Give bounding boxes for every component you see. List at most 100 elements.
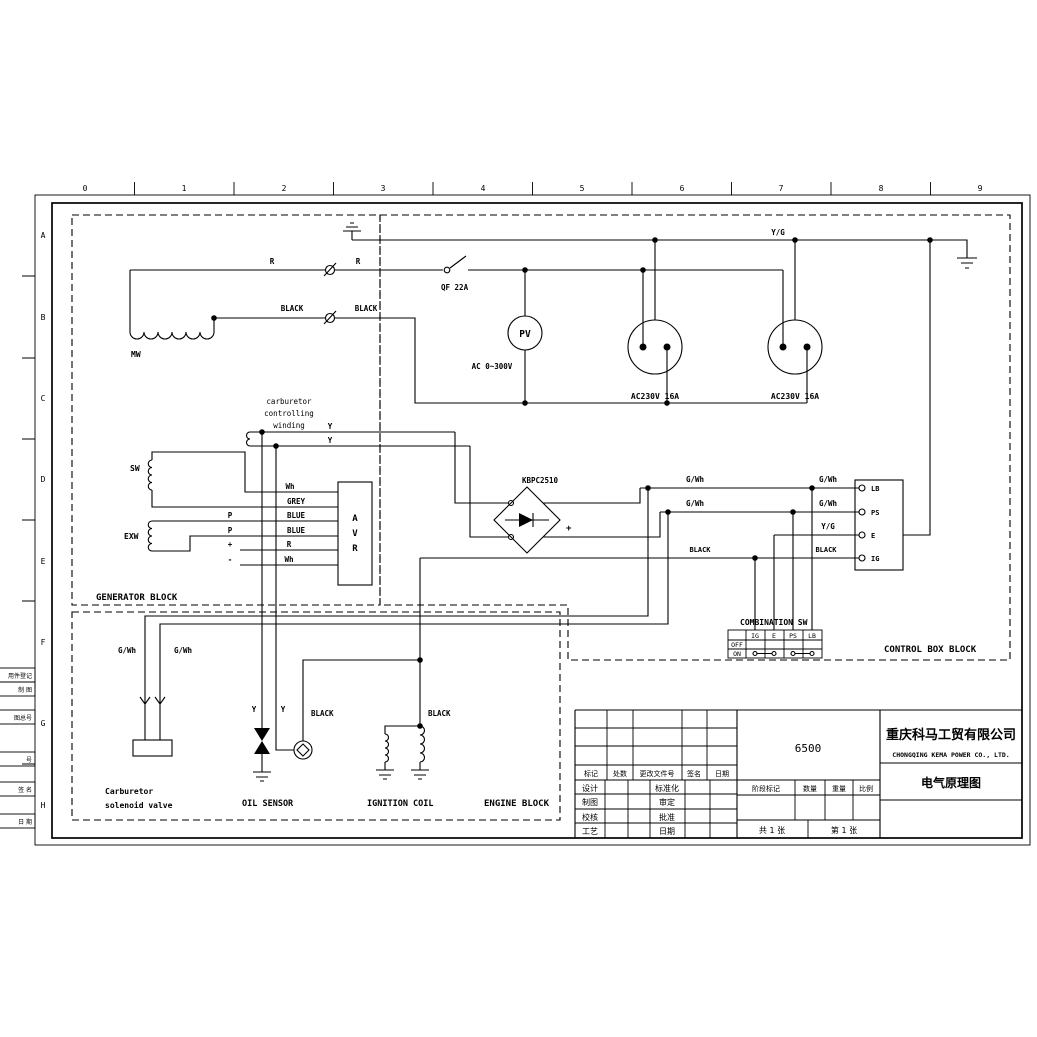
rev-header: 日期 [715,770,729,778]
rectifier-plus-label: + [566,524,572,534]
socket-pin [779,343,787,351]
oil-y-wire-2 [275,446,294,751]
company-name-en: CHONGQING KEMA POWER CO., LTD. [892,751,1009,759]
wire-label-black: BLACK [815,546,837,554]
rectifier-body [493,486,561,554]
junction-dot [665,509,671,515]
title-middle-grid [737,780,880,838]
stage-header: 比例 [859,784,873,793]
generator-block-outline [71,214,381,606]
y-wires [250,431,470,447]
top-ruler-ticks [134,182,931,195]
control-box-block-label: CONTROL BOX BLOCK [884,645,977,655]
ignition-ground-2 [411,762,429,780]
function-blocks: GENERATOR BLOCK CONTROL BOX BLOCK ENGINE… [71,214,1011,821]
title-right-rows [880,762,1022,801]
wire-label-y: Y [281,705,286,714]
sheet-frame: 0 1 2 3 4 5 6 7 8 9 A B C D E F G H [22,182,1031,846]
carb-winding-caption: winding [273,421,305,430]
neutral-drops [524,347,808,403]
title-left-cols-upper [606,710,708,780]
valve-feed-wire-2 [159,512,669,740]
junction-dot [809,485,815,491]
rev-header: 标记 [584,769,598,778]
oil-sensor-triangle [254,728,270,741]
row-letter: G [41,719,46,728]
wire-label-yg: Y/G [821,522,835,531]
sw-row-label: OFF [731,641,743,649]
ignition-secondary-coil [384,733,390,763]
ignition-coil: BLACK IGNITION COIL [367,558,451,809]
engine-block-outline [71,611,561,821]
avr-letter: V [352,529,358,539]
avr-wire-label: BLUE [287,511,306,520]
live-drops [524,270,784,347]
sw-coil [147,459,153,491]
ignition-link-wire [384,725,420,734]
title-row-label: 标准化 [655,783,679,793]
avr-wire-label: R [287,540,292,549]
rev-header: 处数 [613,769,627,778]
ignition-primary-coil [419,725,426,763]
title-left-rows [575,727,880,824]
voltmeter: PV AC 0~300V [472,315,543,371]
rectifier-label: KBPC2510 [522,476,559,485]
control-box-block-outline [379,214,1011,661]
junction-dot [652,237,658,243]
title-row-label: 批准 [659,812,675,822]
socket-pin [803,343,811,351]
oil-black-wire [302,659,420,741]
junction-dot [752,555,758,561]
avr-wire-label: GREY [287,497,306,506]
top-scale-number: 4 [481,184,486,193]
engine-block-label: ENGINE BLOCK [484,799,550,809]
model-number: 6500 [795,742,822,755]
terminal-ig [858,554,866,562]
solenoid-valve: G/Wh G/Wh Carburetor solenoid valve [105,646,192,810]
title-row-label: 日期 [659,827,675,836]
breaker-blade [449,255,467,269]
voltmeter-range-label: AC 0~300V [472,362,513,371]
socket-2: AC230V 16A [767,319,823,401]
inner-border [51,202,1023,839]
junction-dot [417,657,423,663]
top-scale-number: 6 [680,184,685,193]
margin-stub-label: 制 图 [18,686,32,694]
rev-header: 更改文件号 [640,769,675,778]
exw-label: EXW [124,532,139,541]
oil-sensor: Y Y BLACK OIL SENSOR [242,432,420,809]
row-letter: D [41,475,46,484]
margin-stub-label: 图总号 [14,714,32,722]
row-letter: H [41,801,46,810]
wire-label-gwh: G/Wh [686,475,704,484]
avr-wire-label: BLUE [287,526,306,535]
avr-letter: A [352,514,358,524]
valve-wire-chevron [139,696,151,705]
title-row-label: 校核 [582,812,598,822]
avr-letter: R [352,544,358,554]
company-name-cn: 重庆科马工贸有限公司 [886,727,1016,743]
wire-label-black: BLACK [355,304,378,313]
left-ruler-ticks [22,275,35,765]
top-scale-number: 0 [83,184,88,193]
combination-sw-taps [754,488,813,630]
title-left-cols-lower [604,780,711,838]
valve-body [132,739,173,757]
junction-dot [927,237,933,243]
valve-wire-chevron [154,696,166,705]
title-block: 标记 处数 更改文件号 签名 日期 设计 制图 校核 工艺 标准化 审定 批准 … [574,709,1022,838]
stage-header: 阶段标记 [752,784,780,793]
sheet-number: 第 1 张 [831,825,857,835]
valve-label: Carburetor [105,787,153,796]
rectifier-diode-triangle [519,513,533,527]
wire-label-r: R [356,257,361,266]
combination-switch: COMBINATION SW IG E PS LB OFF ON [727,618,823,659]
margin-stub-label: 号 [26,757,32,764]
live-bus: QF 22A R R [130,255,784,347]
oil-sensor-triangle [254,741,270,754]
title-row-label: 制图 [582,797,598,807]
connector-slash [323,262,337,277]
terminal-block-body [854,479,904,571]
socket-label: AC230V 16A [771,392,819,401]
